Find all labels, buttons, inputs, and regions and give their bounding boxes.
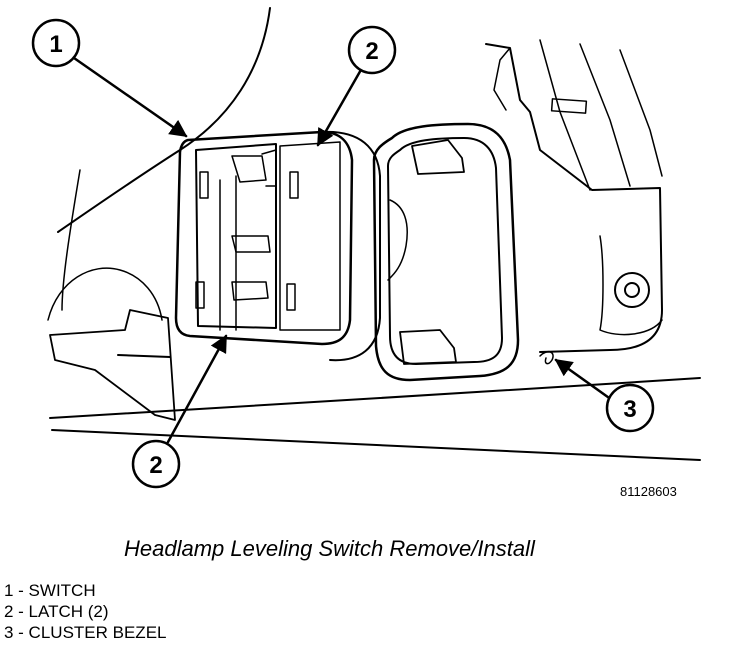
wire-loop xyxy=(47,267,163,321)
bezel-slot xyxy=(550,98,588,114)
socket-notch xyxy=(387,199,408,281)
lower-left-bracket xyxy=(49,309,176,421)
socket-tab-top xyxy=(411,139,465,175)
legend: 1 - SWITCH 2 - LATCH (2) 3 - CLUSTER BEZ… xyxy=(4,580,167,643)
switch-tab-low xyxy=(231,281,269,301)
socket-tab-bottom xyxy=(399,329,457,365)
callout-circle-2a xyxy=(347,25,397,75)
leader-line-2b xyxy=(166,334,228,444)
callout-circle-2b xyxy=(131,439,181,489)
callout-2b-label: 2 xyxy=(149,452,162,479)
bezel-vent-3 xyxy=(619,49,663,177)
switch-clip xyxy=(261,149,277,187)
callout-3-label: 3 xyxy=(623,396,636,423)
bezel-panel xyxy=(485,43,663,353)
latch-slot-3 xyxy=(195,281,205,309)
bracket-slot xyxy=(117,354,171,358)
bezel-vent-2 xyxy=(579,43,631,187)
base-panel-front xyxy=(51,429,701,461)
switch-side-wall xyxy=(321,130,381,362)
bezel-socket-outer xyxy=(372,122,520,382)
legend-item-switch: 1 - SWITCH xyxy=(4,581,96,600)
bezel-lip xyxy=(493,47,511,111)
switch-tab-mid xyxy=(231,235,271,253)
latch-slot-1 xyxy=(199,171,209,199)
switch-diagram: 1 2 2 3 xyxy=(31,7,701,489)
callout-2a-label: 2 xyxy=(365,38,378,65)
bezel-screw-inner xyxy=(624,282,640,298)
bezel-screw-outer xyxy=(614,272,650,308)
leader-line-2a xyxy=(316,66,364,147)
latch-slot-4 xyxy=(286,283,296,311)
bezel-recess xyxy=(599,235,663,336)
latch-slot-2 xyxy=(289,171,299,199)
dash-curve-left xyxy=(61,169,81,311)
switch-tab-top xyxy=(231,155,267,183)
callout-1-label: 1 xyxy=(49,31,62,58)
switch-inner-frame xyxy=(195,143,277,329)
switch-housing xyxy=(174,130,354,346)
figure-caption: Headlamp Leveling Switch Remove/Install xyxy=(124,536,535,561)
callout-circle-1 xyxy=(31,18,81,68)
leader-line-1 xyxy=(72,56,188,138)
callout-circle-3 xyxy=(605,383,655,433)
base-panel xyxy=(49,377,701,419)
legend-item-latch: 2 - LATCH (2) xyxy=(4,602,109,621)
bezel-hook xyxy=(539,350,554,365)
switch-face xyxy=(279,141,341,331)
legend-item-cluster-bezel: 3 - CLUSTER BEZEL xyxy=(4,623,167,642)
figure-id: 81128603 xyxy=(620,484,677,499)
bezel-socket-inner xyxy=(387,137,503,365)
bezel-vent-1 xyxy=(539,39,591,191)
leader-line-3 xyxy=(554,358,614,402)
